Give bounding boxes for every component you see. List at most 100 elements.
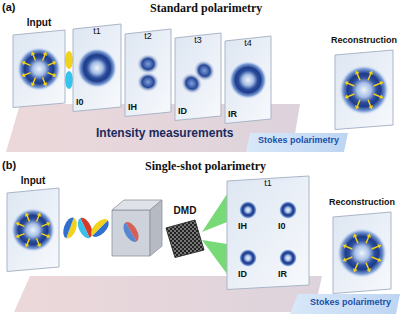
arrow-head	[22, 61, 26, 65]
panel-letter: (a)	[2, 2, 15, 13]
polarization-arrow	[48, 63, 54, 66]
arrow-head	[379, 81, 383, 85]
plane-label: t4	[244, 39, 252, 48]
polarization-arrow	[347, 94, 354, 97]
beam-profile	[279, 249, 297, 267]
intensity-label: IR	[278, 270, 287, 279]
beam-profile	[339, 65, 389, 115]
polarization-arrow	[372, 246, 379, 249]
polarization-arrow	[357, 73, 360, 80]
beam-profile	[279, 201, 297, 219]
stage-label: Intensity measurements	[96, 127, 233, 139]
plane-label: Reconstruction	[329, 198, 395, 207]
image-plane	[333, 212, 391, 294]
polarization-arrow	[37, 239, 40, 245]
arrow-head	[345, 95, 349, 99]
plane-label: Input	[27, 18, 51, 28]
green-beam	[202, 240, 227, 274]
polarization-arrow	[27, 215, 30, 221]
arrow-head	[377, 258, 381, 262]
arrow-head	[369, 71, 373, 75]
beam-lobe	[65, 71, 73, 89]
polarization-arrow	[355, 263, 358, 270]
polarization-arrow	[24, 63, 30, 66]
beam-splitter-cube	[112, 200, 162, 256]
polarization-arrow	[347, 83, 354, 86]
arrow-head	[379, 95, 383, 99]
intensity-label: I0	[76, 98, 84, 107]
input-plane: Input	[12, 18, 66, 108]
beam-profile	[239, 201, 257, 219]
arrow-head	[37, 213, 41, 217]
arrow-head	[355, 71, 359, 75]
plane-label: Input	[21, 176, 45, 186]
arrow-head	[377, 244, 381, 248]
beam-profile	[11, 208, 55, 252]
beam-profile	[77, 48, 117, 88]
image-plane	[225, 36, 271, 124]
image-plane	[7, 188, 59, 272]
plane-label: t3	[194, 36, 202, 45]
micromirror-array	[166, 220, 204, 258]
polarization-state	[120, 219, 141, 244]
polarization-arrow	[368, 73, 371, 80]
arrow-head	[25, 243, 29, 247]
reconstruction-plane: Reconstruction	[328, 36, 400, 130]
panel-title: Single-shot polarimetry	[145, 160, 266, 172]
polarization-arrow	[345, 257, 352, 260]
polarization-arrow	[37, 215, 40, 221]
arrow-head	[16, 234, 20, 238]
arrow-head	[343, 258, 347, 262]
arrow-head	[369, 105, 373, 109]
arrow-head	[37, 243, 41, 247]
arrow-head	[367, 234, 371, 238]
arrow-head	[43, 52, 47, 56]
image-plane	[227, 176, 309, 290]
stokes-band	[246, 133, 348, 152]
measurement-plane: t2IH	[124, 29, 172, 117]
polarization-arrow	[43, 78, 46, 84]
arrow-head	[52, 61, 56, 65]
arrow-head	[46, 234, 50, 238]
arrow-head	[52, 73, 56, 77]
reconstruction-plane	[326, 198, 398, 294]
arrow-head	[25, 213, 29, 217]
intensity-label: ID	[178, 107, 187, 116]
image-plane	[335, 50, 393, 130]
intensity-label: IH	[128, 103, 137, 112]
panel-title: Standard polarimetry	[150, 2, 262, 14]
polarization-arrow	[366, 236, 369, 243]
plane-label: DMD	[174, 206, 197, 216]
arrow-head	[355, 105, 359, 109]
arrow-head	[353, 268, 357, 272]
measurement-plane: t1I0	[72, 24, 122, 112]
arrow-head	[22, 73, 26, 77]
reconstruction-plane: Reconstruction	[326, 198, 398, 294]
stage-label: Stokes polarimetry	[258, 136, 339, 145]
polarization-state	[61, 216, 80, 241]
polarization-arrow	[366, 263, 369, 270]
beam-profile	[239, 249, 257, 267]
arrow-head	[16, 222, 20, 226]
polarization-arrow	[43, 54, 46, 60]
arrow-head	[31, 82, 35, 86]
polarization-arrow	[33, 54, 36, 60]
arrow-head	[46, 222, 50, 226]
intensity-label: IH	[238, 222, 247, 231]
panel-letter: (b)	[2, 160, 16, 171]
image-plane	[175, 33, 221, 121]
intensity-label: IR	[228, 110, 237, 119]
beam-profile	[229, 61, 267, 99]
input-plane: Input	[6, 176, 60, 272]
beam-lobe	[65, 51, 73, 69]
polarization-arrow	[33, 78, 36, 84]
plane-label: t2	[144, 32, 152, 41]
polarization-state	[88, 216, 112, 240]
image-plane	[125, 29, 171, 117]
dmd-device: DMD	[164, 206, 206, 258]
arrow-head	[43, 82, 47, 86]
intensity-label: I0	[278, 222, 286, 231]
beam-profile	[337, 228, 387, 278]
polarization-arrow	[18, 234, 24, 237]
green-beam	[202, 194, 227, 232]
